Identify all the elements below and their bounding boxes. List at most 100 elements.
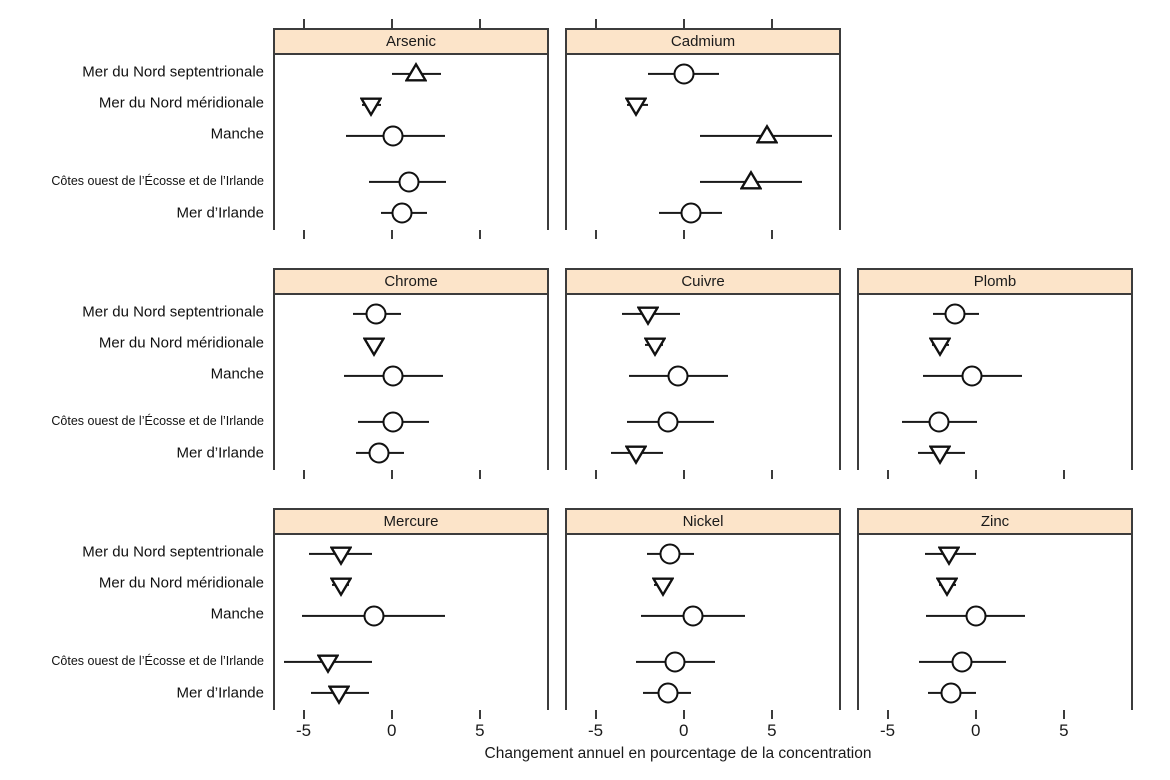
x-axis-tick-bottom	[682, 470, 685, 479]
marker-triangle-down	[636, 305, 661, 326]
circle-marker-shape	[951, 651, 973, 673]
x-axis-tick-bottom	[302, 710, 305, 719]
marker-triangle-down	[328, 576, 353, 597]
x-axis-tick-bottom	[974, 710, 977, 719]
x-axis-tick-bottom	[390, 230, 393, 239]
x-axis-tick-bottom	[390, 470, 393, 479]
panel-cadmium: Cadmium	[565, 28, 841, 230]
x-axis-tick-bottom	[594, 710, 597, 719]
marker-circle	[673, 63, 695, 85]
x-axis-tick-bottom	[478, 470, 481, 479]
x-axis-tick-top	[594, 19, 597, 28]
marker-triangle-up	[739, 169, 763, 191]
circle-marker-shape	[682, 605, 703, 626]
circle-marker-shape	[365, 303, 387, 325]
circle-marker-shape	[391, 202, 413, 224]
marker-triangle-down	[928, 336, 953, 357]
marker-circle	[961, 365, 983, 386]
panel-plot-area	[567, 295, 839, 470]
marker-circle	[398, 171, 420, 193]
circle-marker-shape	[673, 63, 695, 85]
panel-chrome: Chrome	[273, 268, 549, 470]
circle-marker-shape	[368, 442, 390, 464]
panel-header-cuivre: Cuivre	[567, 270, 839, 295]
x-axis-tick-bottom	[1062, 470, 1065, 479]
marker-circle	[382, 365, 404, 386]
marker-circle	[667, 365, 689, 386]
marker-triangle-down	[328, 545, 353, 566]
marker-circle	[682, 605, 703, 626]
x-axis-tick-bottom	[478, 230, 481, 239]
region-label: Côtes ouest de l’Écosse et de l’Irlande	[51, 654, 264, 669]
x-axis-tick-bottom	[1062, 710, 1065, 719]
marker-triangle-up	[404, 61, 428, 83]
marker-triangle-down	[316, 653, 340, 674]
panel-plot-area	[275, 535, 547, 710]
panel-header-plomb: Plomb	[859, 270, 1131, 295]
marker-circle	[940, 682, 962, 704]
circle-marker-shape	[940, 682, 962, 704]
marker-circle	[657, 411, 679, 433]
x-axis-title: Changement annuel en pourcentage de la c…	[484, 745, 872, 762]
region-label: Mer du Nord septentrionale	[82, 543, 264, 561]
x-axis-tick-top	[478, 19, 481, 28]
region-label: Manche	[210, 125, 264, 143]
x-axis-tick-bottom	[302, 470, 305, 479]
panel-header-nickel: Nickel	[567, 510, 839, 535]
x-axis-tick-bottom	[682, 710, 685, 719]
region-label: Mer d’Irlande	[176, 684, 264, 702]
panel-header-arsenic: Arsenic	[275, 30, 547, 55]
panel-header-cadmium: Cadmium	[567, 30, 839, 55]
marker-circle	[951, 651, 973, 673]
circle-marker-shape	[944, 303, 966, 325]
panel-plot-area	[567, 535, 839, 710]
x-axis-tick-bottom	[886, 710, 889, 719]
region-label: Côtes ouest de l’Écosse et de l’Irlande	[51, 174, 264, 189]
panel-plot-area	[859, 535, 1131, 710]
marker-circle	[382, 125, 404, 146]
marker-triangle-up	[754, 123, 779, 144]
x-axis-tick-bottom	[770, 470, 773, 479]
circle-marker-shape	[965, 605, 987, 626]
panel-plomb: Plomb	[857, 268, 1133, 470]
panel-arsenic: Arsenic	[273, 28, 549, 230]
region-label: Manche	[210, 605, 264, 623]
marker-circle	[657, 682, 679, 704]
panel-cuivre: Cuivre	[565, 268, 841, 470]
circle-marker-shape	[664, 651, 686, 673]
marker-circle	[368, 442, 390, 464]
marker-circle	[680, 202, 702, 224]
x-axis-tick-bottom	[478, 710, 481, 719]
marker-triangle-down	[362, 336, 386, 357]
marker-circle	[944, 303, 966, 325]
region-label: Manche	[210, 365, 264, 383]
marker-circle	[391, 202, 413, 224]
marker-circle	[365, 303, 387, 325]
region-label: Mer du Nord méridionale	[98, 574, 264, 592]
marker-triangle-down	[624, 444, 648, 466]
region-label: Mer du Nord méridionale	[98, 334, 264, 352]
panel-mercure: Mercure	[273, 508, 549, 710]
circle-marker-shape	[667, 365, 689, 386]
x-axis-tick-top	[770, 19, 773, 28]
circle-marker-shape	[961, 365, 983, 386]
marker-circle	[382, 411, 404, 433]
region-label: Mer du Nord septentrionale	[82, 303, 264, 321]
marker-triangle-down	[935, 576, 960, 597]
marker-circle	[664, 651, 686, 673]
marker-circle	[928, 411, 950, 433]
circle-marker-shape	[382, 365, 404, 386]
panel-plot-area	[567, 55, 839, 230]
x-axis-tick-label: 5	[1059, 721, 1069, 740]
marker-triangle-down	[937, 545, 961, 566]
panel-zinc: Zinc	[857, 508, 1133, 710]
circle-marker-shape	[928, 411, 950, 433]
x-axis-tick-bottom	[594, 470, 597, 479]
x-axis-tick-bottom	[390, 710, 393, 719]
panel-header-zinc: Zinc	[859, 510, 1131, 535]
region-label: Mer d’Irlande	[176, 204, 264, 222]
region-label: Côtes ouest de l’Écosse et de l’Irlande	[51, 414, 264, 429]
x-axis-tick-label: -5	[295, 721, 312, 740]
x-axis-tick-bottom	[886, 470, 889, 479]
panel-plot-area	[859, 295, 1131, 470]
